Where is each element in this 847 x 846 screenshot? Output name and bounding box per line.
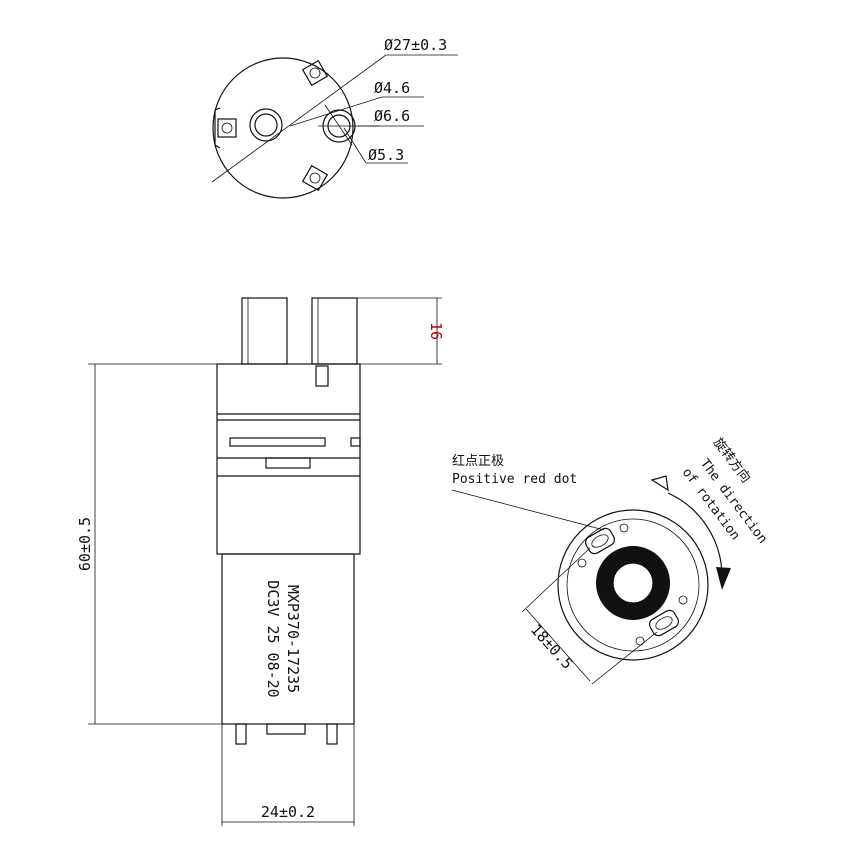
motor-spec-label: DC3V 25 08-20 [264,580,282,697]
top-view: Ø27±0.3 Ø4.6 Ø6.6 Ø5.3 [211,36,458,199]
motor-model-label: MXP370-17235 [284,585,302,693]
port-outlet [249,108,283,142]
screw-bottom [301,164,329,192]
screw-left [217,118,237,138]
dim-diameter-4-6: Ø4.6 [374,79,410,97]
terminal-negative [648,609,680,637]
rotation-arrow [667,492,723,578]
bottom-view-outline [557,509,709,661]
dim-diameter-6-6: Ø6.6 [374,107,410,125]
nozzle-right [311,297,358,365]
top-view-outline [212,57,354,199]
pump-head [216,363,361,555]
dim-outer-diameter: Ø27±0.3 [384,36,447,54]
side-view: MXP370-17235 DC3V 25 08-20 16 60±0.5 24±… [76,297,445,826]
dim-diameter-5-3: Ø5.3 [368,146,404,164]
dim-terminal-spacing: 18±0.5 [527,620,577,672]
terminal-left [235,723,247,745]
dim-nozzle-height: 16 [427,322,445,340]
dim-overall-height: 60±0.5 [76,517,94,571]
bottom-view: 红点正极 Positive red dot 旋转方向 The direction… [451,435,770,685]
terminal-right [326,723,338,745]
positive-dot-label-cn: 红点正极 [452,453,504,469]
side-tab [214,107,221,149]
dim-width: 24±0.2 [261,803,315,821]
screw-top [301,59,329,87]
terminal-positive [584,527,616,555]
nozzle-left [241,297,288,365]
positive-dot-label-en: Positive red dot [452,472,577,487]
